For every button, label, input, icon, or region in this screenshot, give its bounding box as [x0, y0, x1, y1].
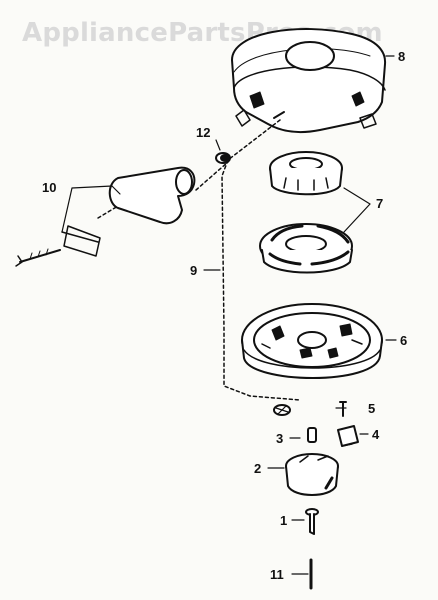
callout-8: 8 [398, 49, 405, 64]
leader-lines [61, 55, 397, 575]
callout-6: 6 [400, 333, 407, 348]
part-5-screw [339, 401, 347, 417]
callout-11: 11 [270, 567, 284, 582]
part-1-retainer-screw [305, 508, 319, 535]
callout-1: 1 [280, 513, 287, 528]
part-3-spacer [273, 404, 317, 443]
callout-5: 5 [368, 401, 375, 416]
part-4-pawl [337, 425, 359, 447]
part-6-pulley [241, 303, 383, 379]
callout-4: 4 [372, 427, 380, 442]
part-7-spring-assembly [259, 151, 353, 274]
callout-9: 9 [190, 263, 197, 278]
callout-12: 12 [196, 125, 210, 140]
callout-10: 10 [42, 180, 56, 195]
callout-7: 7 [376, 196, 383, 211]
part-2-cup [285, 453, 339, 496]
part-8-housing [231, 28, 387, 133]
callout-3: 3 [276, 431, 283, 446]
callout-2: 2 [254, 461, 261, 476]
part-10-starter-handle [15, 166, 196, 267]
part-9-rope [97, 119, 301, 401]
